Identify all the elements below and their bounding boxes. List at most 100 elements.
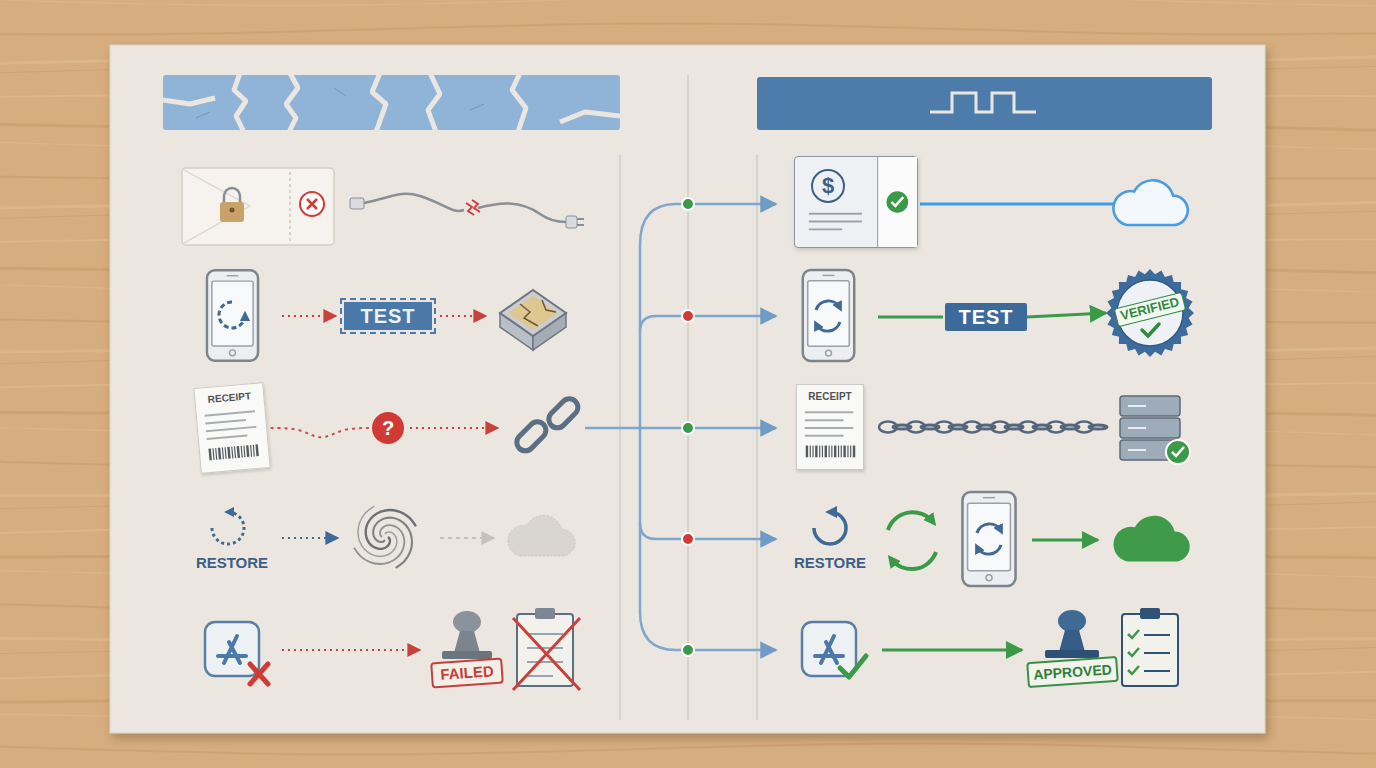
server [1120, 396, 1190, 464]
clipboard-rejected [513, 618, 580, 690]
status-dots [682, 198, 694, 210]
broken-link [513, 395, 581, 454]
broken-sandbox [500, 290, 566, 336]
branch-lines [640, 612, 776, 650]
glowing-connection [920, 180, 1188, 225]
branch-lines [639, 245, 642, 612]
restore-arrow [282, 537, 338, 539]
node-text: TEST [360, 305, 415, 328]
connector [271, 428, 372, 437]
intact-banner [757, 77, 1212, 130]
receipt-decor [212, 448, 214, 460]
broken-banner [163, 73, 620, 132]
locked-envelope [300, 192, 324, 216]
locked-envelope [307, 199, 317, 209]
status-dots [682, 310, 694, 322]
broken-sandbox [520, 300, 556, 326]
fading-cloud [508, 515, 575, 556]
broken-banner [163, 75, 620, 130]
locked-envelope [182, 168, 334, 245]
app-store-approved [802, 622, 866, 677]
app-store-approved [802, 622, 856, 676]
stamp-handle [1059, 630, 1085, 652]
success-line [878, 316, 943, 319]
receipt-decor [843, 446, 845, 458]
broken-link [545, 395, 581, 431]
sync-arrows [888, 512, 936, 569]
intact-banner [930, 93, 1036, 112]
receipt-decor [208, 448, 211, 460]
receipt-decor [205, 411, 255, 415]
card-decor [809, 213, 862, 215]
receipt-paper: RECEIPT [796, 384, 864, 470]
receipt-decor [234, 446, 236, 458]
locked-envelope [220, 202, 244, 222]
locked-envelope [230, 208, 235, 213]
node-text: FAILED [440, 663, 494, 684]
receipt-decor [815, 446, 817, 458]
card-decor [891, 197, 903, 206]
broken-link [513, 418, 549, 454]
phone-refresh [816, 301, 840, 310]
panel-dividers [687, 75, 689, 720]
phone-refresh [803, 270, 854, 361]
phone-loading [219, 302, 245, 328]
card-decor [877, 157, 878, 247]
phone-loading [207, 270, 258, 360]
chain [879, 422, 1107, 433]
receipt-decor [829, 446, 830, 458]
phone-loading [207, 270, 258, 360]
glowing-connection [920, 203, 1114, 206]
phone-refresh [977, 524, 1001, 533]
stamp-handle [454, 631, 480, 653]
wood-grain [0, 24, 1376, 35]
broken-cable [478, 203, 566, 222]
app-store-approved [840, 656, 866, 677]
failure-arrow [282, 315, 336, 317]
receipt-decor [205, 420, 246, 424]
receipt-decor [825, 446, 827, 458]
wood-grain [0, 0, 1376, 6]
stamp-handle [453, 611, 481, 633]
receipt-decor [805, 419, 844, 421]
broken-cable [566, 216, 577, 228]
board [110, 45, 1265, 733]
node-text: TEST [958, 306, 1013, 329]
failure-arrow [282, 649, 420, 651]
question-circle: ? [372, 412, 404, 444]
phone-refresh [962, 492, 1015, 586]
receipt-decor [231, 447, 233, 459]
receipt-decor [822, 446, 823, 458]
broken-banner [163, 98, 215, 104]
receipt-decor [225, 447, 227, 459]
server [1166, 440, 1190, 464]
stamp-handle [1058, 610, 1086, 632]
broken-banner [286, 73, 298, 132]
phone-refresh [803, 270, 854, 361]
receipt-decor [841, 446, 842, 458]
clipboard-approved [1140, 608, 1160, 619]
node-text: RECEIPT [207, 390, 251, 405]
broken-banner [196, 88, 484, 118]
receipt-decor [812, 446, 813, 458]
seal-decor [1106, 269, 1194, 357]
broken-cable [577, 219, 584, 225]
broken-banner [428, 73, 440, 132]
panel-dividers [619, 155, 621, 720]
receipt-decor [243, 446, 245, 458]
failure-arrow [440, 315, 486, 317]
chain [1089, 425, 1107, 429]
seal-decor [1142, 324, 1159, 336]
sync-arrows [888, 512, 933, 530]
restore-icon-dotted [212, 512, 244, 544]
broken-banner [560, 112, 620, 122]
branch-lines [640, 523, 776, 539]
receipt-paper: RECEIPT [193, 382, 270, 474]
status-dots [682, 533, 694, 545]
receipt-decor [834, 446, 836, 458]
failure-arrow [410, 428, 498, 429]
receipt-decor [847, 446, 848, 458]
vortex [358, 506, 397, 556]
